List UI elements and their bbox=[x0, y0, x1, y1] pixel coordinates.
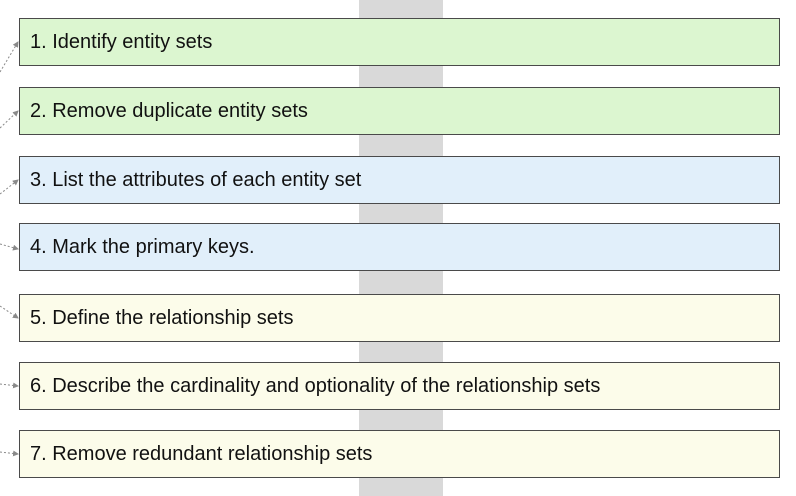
step-3-label: 3. List the attributes of each entity se… bbox=[30, 168, 362, 191]
connector-arrow-2 bbox=[0, 110, 19, 129]
step-1: 1. Identify entity sets bbox=[19, 18, 780, 66]
step-2-label: 2. Remove duplicate entity sets bbox=[30, 99, 308, 122]
step-5: 5. Define the relationship sets bbox=[19, 294, 780, 342]
connector-arrow-3 bbox=[0, 179, 19, 195]
connector-arrow-5 bbox=[0, 305, 19, 319]
step-6: 6. Describe the cardinality and optional… bbox=[19, 362, 780, 410]
step-2: 2. Remove duplicate entity sets bbox=[19, 87, 780, 135]
connector-arrow-1 bbox=[0, 41, 19, 73]
step-1-label: 1. Identify entity sets bbox=[30, 30, 213, 53]
step-3: 3. List the attributes of each entity se… bbox=[19, 156, 780, 204]
step-5-label: 5. Define the relationship sets bbox=[30, 306, 294, 329]
connector-arrow-4 bbox=[0, 243, 19, 251]
step-7-label: 7. Remove redundant relationship sets bbox=[30, 442, 373, 465]
step-6-label: 6. Describe the cardinality and optional… bbox=[30, 374, 601, 397]
step-4-label: 4. Mark the primary keys. bbox=[30, 235, 255, 258]
connector-arrow-6 bbox=[0, 382, 19, 389]
step-4: 4. Mark the primary keys. bbox=[19, 223, 780, 271]
connector-arrow-7 bbox=[0, 450, 19, 457]
step-7: 7. Remove redundant relationship sets bbox=[19, 430, 780, 478]
